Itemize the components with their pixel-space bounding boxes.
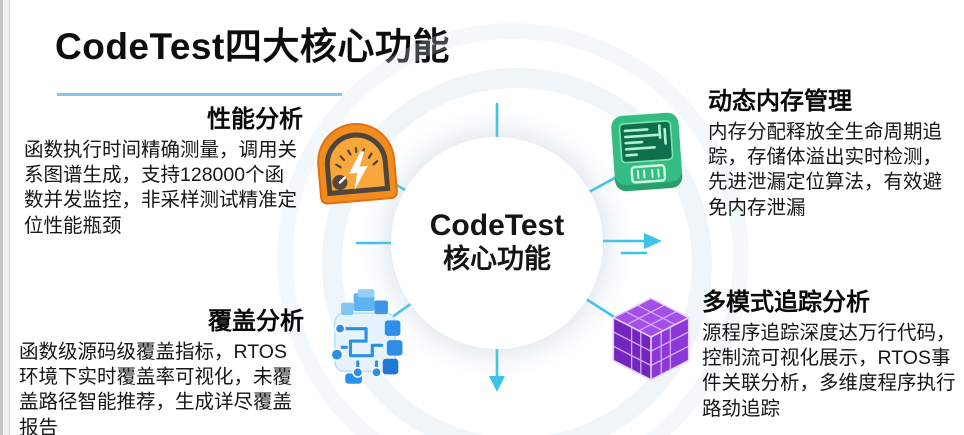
feature-trace-body: 源程序追踪深度达万行代码，控制流可视化展示，RTOS事件关联分析，多维度程序执行…	[702, 321, 956, 420]
feature-memory-block: 动态内存管理 内存分配释放全生命周期追踪，存储体溢出实时检测，先进泄漏定位算法，…	[708, 88, 948, 221]
feature-performance-block: 性能分析 函数执行时间精确测量，调用关系图谱生成，支持128000个函数并发监控…	[24, 106, 303, 239]
circuit-board-icon	[312, 286, 416, 395]
speedometer-icon	[306, 110, 406, 215]
feature-performance-title: 性能分析	[207, 106, 303, 133]
center-hub: CodeTest 核心功能	[391, 137, 603, 349]
memory-chip-icon	[596, 104, 698, 211]
feature-performance-body: 函数执行时间精确测量，调用关系图谱生成，支持128000个函数并发监控，非采样测…	[24, 138, 298, 237]
left-edge-strip	[0, 0, 10, 435]
feature-trace-block: 多模式追踪分析 源程序追踪深度达万行代码，控制流可视化展示，RTOS事件关联分析…	[702, 289, 960, 422]
center-subtitle: 核心功能	[443, 244, 551, 275]
feature-coverage-block: 覆盖分析 函数级源码级覆盖指标，RTOS环境下实时覆盖率可视化，未覆盖路径智能推…	[19, 308, 304, 435]
title-underline	[57, 93, 342, 96]
mesh-cube-icon	[600, 288, 702, 395]
feature-memory-body: 内存分配释放全生命周期追踪，存储体溢出实时检测，先进泄漏定位算法，有效避免内存泄…	[708, 120, 943, 219]
feature-coverage-body: 函数级源码级覆盖指标，RTOS环境下实时覆盖率可视化，未覆盖路径智能推荐，生成详…	[19, 340, 293, 435]
feature-memory-title: 动态内存管理	[708, 88, 852, 115]
feature-coverage-title: 覆盖分析	[208, 308, 304, 335]
center-title: CodeTest	[429, 208, 565, 242]
feature-trace-title: 多模式追踪分析	[702, 289, 870, 316]
